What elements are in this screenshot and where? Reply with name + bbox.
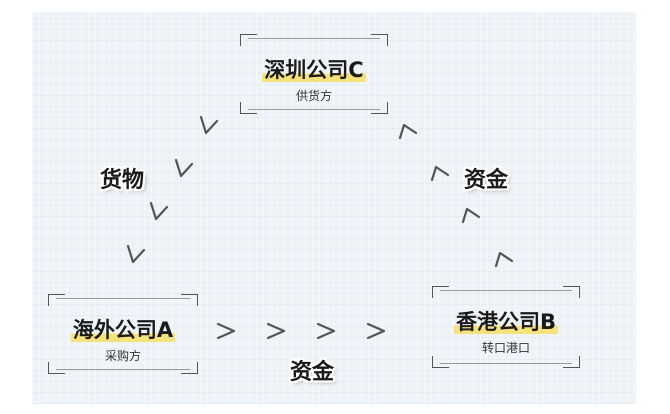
node-title: 海外公司A <box>70 316 176 344</box>
node-title: 香港公司B <box>453 308 558 336</box>
edge-label-funds-to-c: 资金 <box>464 168 509 193</box>
chevron-arrow-icon <box>266 322 286 340</box>
chevron-arrow-icon <box>366 322 386 340</box>
frame-corner <box>563 356 580 368</box>
frame-corner <box>48 362 65 374</box>
node-overseas-company-a: 海外公司A 采购方 <box>48 294 198 374</box>
node-shenzhen-company-c: 深圳公司C 供货方 <box>240 34 388 114</box>
frame-corner <box>240 102 257 114</box>
frame-corner <box>181 294 198 306</box>
chevron-arrow-icon <box>430 165 450 182</box>
node-subtitle: 转口港口 <box>481 341 530 355</box>
frame-line <box>56 298 190 299</box>
frame-corner <box>181 362 198 374</box>
node-title: 深圳公司C <box>262 56 366 84</box>
chevron-arrow-icon <box>461 207 481 224</box>
frame-line <box>440 363 572 364</box>
node-hongkong-company-b: 香港公司B 转口港口 <box>432 286 580 368</box>
chevron-arrow-icon <box>398 123 418 140</box>
node-subtitle: 采购方 <box>104 349 141 363</box>
frame-line <box>248 38 380 39</box>
frame-corner <box>563 286 580 298</box>
frame-corner <box>371 102 388 114</box>
edge-label-funds-to-b: 资金 <box>290 360 335 385</box>
frame-line <box>440 290 572 291</box>
frame-corner <box>240 34 257 46</box>
chevron-arrow-icon <box>216 322 236 340</box>
frame-corner <box>48 294 65 306</box>
frame-corner <box>432 356 449 368</box>
frame-corner <box>371 34 388 46</box>
frame-line <box>248 109 380 110</box>
chevron-arrow-icon <box>316 322 336 340</box>
frame-corner <box>432 286 449 298</box>
chevron-arrow-icon <box>149 201 169 221</box>
edge-label-goods: 货物 <box>100 168 145 193</box>
chevron-arrow-icon <box>494 251 514 268</box>
frame-line <box>56 369 190 370</box>
node-subtitle: 供货方 <box>295 89 332 103</box>
chevron-arrow-icon <box>174 158 194 178</box>
chevron-arrow-icon <box>199 115 219 135</box>
chevron-arrow-icon <box>126 244 146 264</box>
